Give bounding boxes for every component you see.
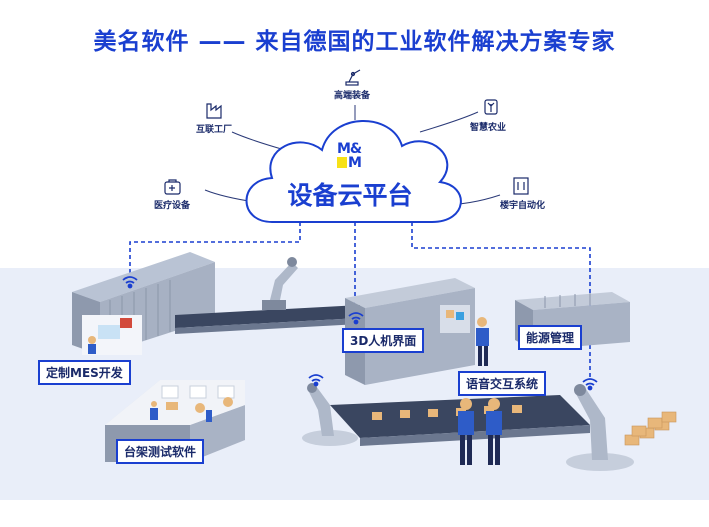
logo-yellow-square (337, 157, 347, 168)
workers-pair (458, 398, 502, 465)
module-label-energy: 能源管理 (518, 325, 583, 350)
wifi-icon-hmi (348, 312, 364, 325)
module-label-voice: 语音交互系统 (458, 371, 547, 396)
module-label-test-bench: 台架测试软件 (116, 439, 205, 464)
industry-label-building-automation: 楼宇自动化 (500, 201, 546, 211)
medical-case-icon (164, 179, 181, 195)
page-title: 美名软件 —— 来自德国的工业软件解决方案专家 (93, 29, 616, 55)
top-conveyor (175, 305, 360, 334)
industry-label-high-end-equipment: 高端装备 (334, 91, 371, 101)
wifi-icon-mes (122, 276, 138, 289)
plant-icon (484, 99, 498, 115)
factory-icon (206, 103, 222, 119)
robot-arm-top (262, 257, 298, 310)
robot-arm-icon (345, 69, 361, 86)
worker-figure (476, 317, 489, 366)
module-label-mes: 定制MES开发 (38, 360, 131, 385)
module-label-3d-hmi: 3D人机界面 (342, 328, 425, 353)
building-icon (513, 177, 529, 195)
cloud-platform-label: 设备云平台 (287, 181, 413, 210)
industry-label-medical-devices: 医疗设备 (154, 201, 191, 211)
cloud-shape (245, 120, 462, 223)
logo-text-bottom: M (348, 155, 362, 171)
box-stack (624, 411, 677, 446)
company-logo: M& M (337, 141, 367, 173)
industry-label-smart-agriculture: 智慧农业 (470, 123, 507, 133)
logo-text-top: M& (337, 141, 362, 157)
wifi-icon-right (582, 378, 598, 391)
robot-arm-right (566, 384, 634, 471)
mes-building (72, 252, 215, 355)
wifi-icon-left (308, 374, 324, 387)
industry-label-connected-factory: 互联工厂 (196, 125, 233, 135)
